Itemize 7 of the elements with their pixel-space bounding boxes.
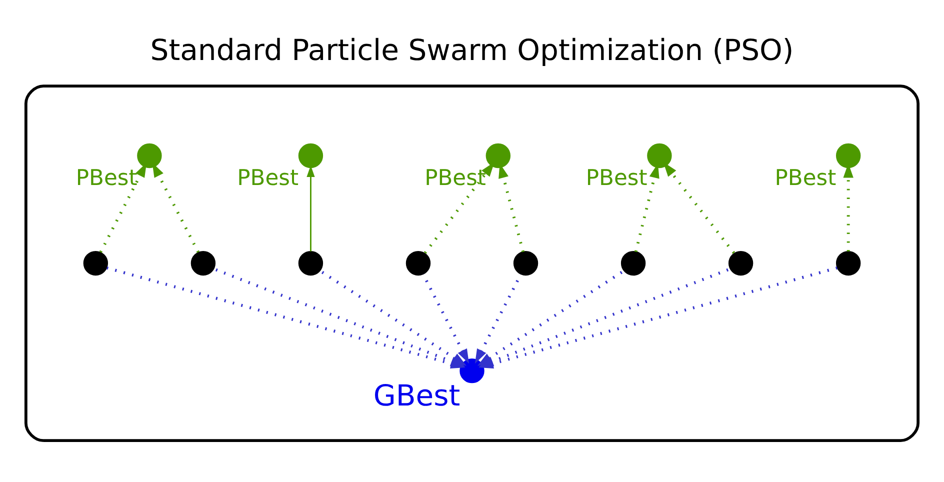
- node-label: PBest: [237, 165, 299, 190]
- node-label: PBest: [76, 165, 138, 190]
- node-label: PBest: [586, 165, 648, 190]
- node-label: PBest: [774, 165, 836, 190]
- node-label: GBest: [373, 378, 460, 412]
- node-label: PBest: [424, 165, 486, 190]
- diagram-title: Standard Particle Swarm Optimization (PSO): [150, 32, 794, 66]
